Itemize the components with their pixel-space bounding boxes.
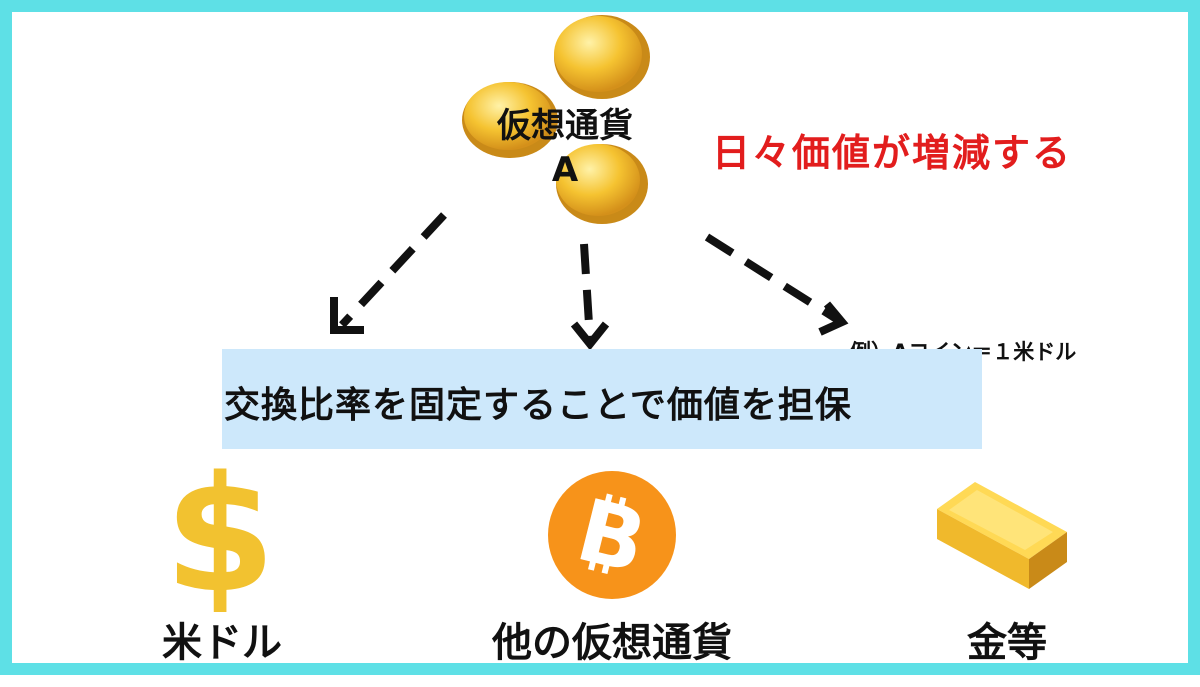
label-other-crypto: 他の仮想通貨: [492, 620, 732, 666]
coins-icon: [462, 15, 650, 224]
svg-text:$: $: [164, 452, 275, 612]
dollar-sign-icon: $: [164, 452, 275, 612]
arrow-center: [570, 243, 610, 351]
banner-background: [222, 349, 982, 449]
label-us-dollar: 米ドル: [162, 620, 282, 666]
arrow-left: [330, 212, 447, 334]
gold-bar-icon: [937, 482, 1067, 589]
daily-fluctuation-note: 日々価値が増減する: [712, 131, 1073, 175]
bitcoin-icon: B: [548, 471, 676, 599]
currency-a-letter: A: [551, 150, 579, 190]
currency-a-title: 仮想通貨: [497, 106, 633, 146]
arrows-layer: [330, 212, 849, 351]
banner-text: 交換比率を固定することで価値を担保: [224, 385, 852, 426]
label-gold: 金等: [967, 620, 1047, 666]
arrow-right: [704, 233, 849, 336]
